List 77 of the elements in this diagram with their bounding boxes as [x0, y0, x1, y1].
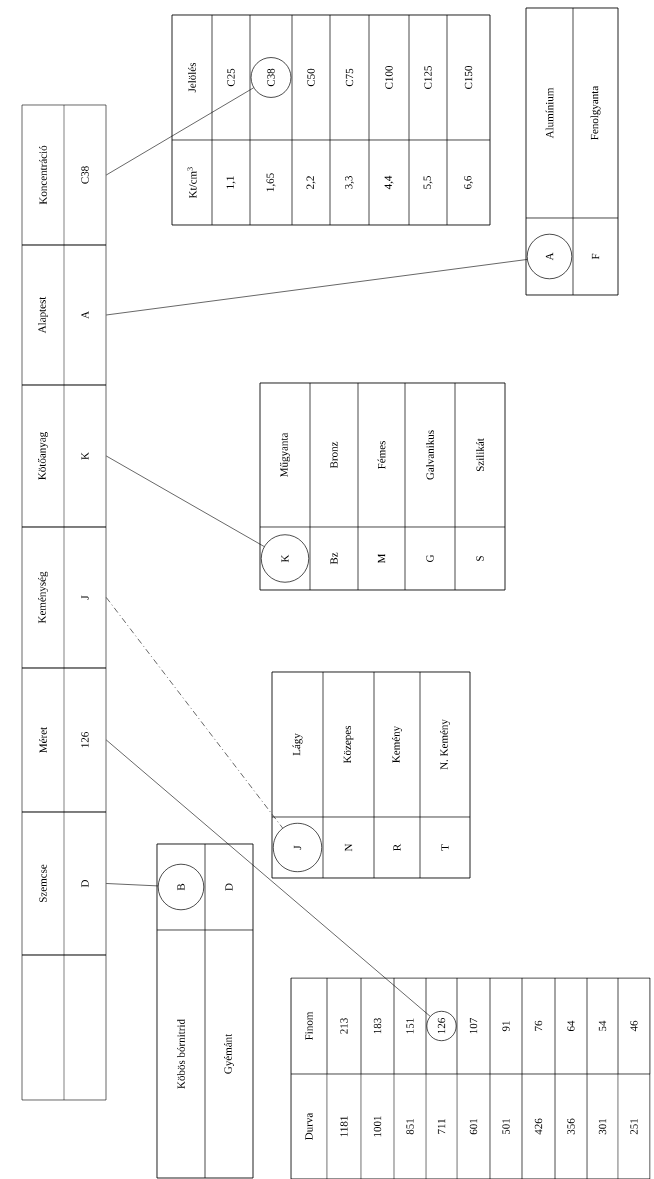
table-cell: N. Kemény — [419, 671, 471, 818]
table-cell: Szilikát — [454, 382, 506, 528]
code-column: Koncentráció C38 — [21, 104, 107, 246]
table-cell: 46 — [617, 977, 651, 1075]
table-cell: 5,5 — [408, 139, 448, 226]
code-column: Méret 126 — [21, 667, 107, 813]
table-cell: 851 — [393, 1073, 427, 1179]
table-cell: 251 — [617, 1073, 651, 1179]
table-cell: N — [322, 816, 375, 879]
connector-line — [106, 455, 265, 547]
table-cell: Kemény — [373, 671, 421, 818]
table-cell: Lágy — [271, 671, 324, 818]
table-cell: 1,65 — [249, 139, 293, 226]
table-cell: Bronz — [309, 382, 359, 528]
table-cell: S — [454, 526, 506, 591]
table-cell: F — [572, 217, 619, 296]
table-cell: R — [373, 816, 421, 879]
table-cell: Fenolgyanta — [572, 7, 619, 219]
table-cell: Bz — [309, 526, 359, 591]
circled-code: C38 — [250, 57, 292, 98]
table-cell: Durva — [290, 1073, 328, 1179]
table-cell: C100 — [368, 14, 410, 141]
table-cell: 2,2 — [291, 139, 331, 226]
connector-line — [106, 883, 159, 887]
table-cell: 1,1 — [211, 139, 251, 226]
table-cell: Köbös bórnitrid — [156, 929, 206, 1179]
table-cell: 183 — [360, 977, 395, 1075]
table-cell: 64 — [554, 977, 588, 1075]
circled-code: B — [157, 863, 205, 911]
table-cell: C50 — [291, 14, 331, 141]
table-cell: D — [204, 843, 254, 931]
table-cell: 6,6 — [446, 139, 491, 226]
circled-code: A — [526, 233, 573, 280]
table-cell: Kt/cm$^{3}$ — [171, 139, 213, 226]
table-cell: T — [419, 816, 471, 879]
table-cell: 91 — [489, 977, 523, 1075]
table-cell: 54 — [586, 977, 619, 1075]
table-cell: C75 — [329, 14, 370, 141]
code-column: Szemcse D — [21, 811, 107, 956]
connector-line — [106, 739, 431, 1017]
table-cell: Fémes — [357, 382, 406, 528]
table-cell: M — [357, 526, 406, 591]
table-cell: 601 — [456, 1073, 491, 1179]
table-cell: 426 — [521, 1073, 556, 1179]
table-cell: 151 — [393, 977, 427, 1075]
table-cell: 4,4 — [368, 139, 410, 226]
circled-code: J — [272, 822, 323, 873]
table-cell: 1001 — [360, 1073, 395, 1179]
table-cell: Gyémánt — [204, 929, 254, 1179]
table-cell: 711 — [425, 1073, 458, 1179]
table-cell: 107 — [456, 977, 491, 1075]
table-cell: 213 — [326, 977, 362, 1075]
code-column — [21, 954, 107, 1101]
code-column: Kötőanyag K — [21, 384, 107, 528]
connector-line — [106, 597, 283, 829]
table-cell: 76 — [521, 977, 556, 1075]
table-cell: Műgyanta — [259, 382, 311, 528]
table-cell: 301 — [586, 1073, 619, 1179]
table-cell: 1181 — [326, 1073, 362, 1179]
table-cell: 356 — [554, 1073, 588, 1179]
table-cell: G — [404, 526, 456, 591]
circled-code: 126 — [426, 1010, 457, 1042]
table-cell: C125 — [408, 14, 448, 141]
circled-code: K — [260, 534, 310, 583]
code-column: Alaptest A — [21, 244, 107, 386]
table-cell: 501 — [489, 1073, 523, 1179]
table-cell: 3,3 — [329, 139, 370, 226]
connector-line — [106, 87, 254, 176]
table-cell: C25 — [211, 14, 251, 141]
table-cell: Finom — [290, 977, 328, 1075]
table-cell: C150 — [446, 14, 491, 141]
code-column: Keménység J — [21, 526, 107, 669]
table-cell: Galvanikus — [404, 382, 456, 528]
table-cell: Közepes — [322, 671, 375, 818]
table-cell: Jelölés — [171, 14, 213, 141]
table-cell: Alumínium — [525, 7, 574, 219]
connector-line — [106, 259, 528, 316]
